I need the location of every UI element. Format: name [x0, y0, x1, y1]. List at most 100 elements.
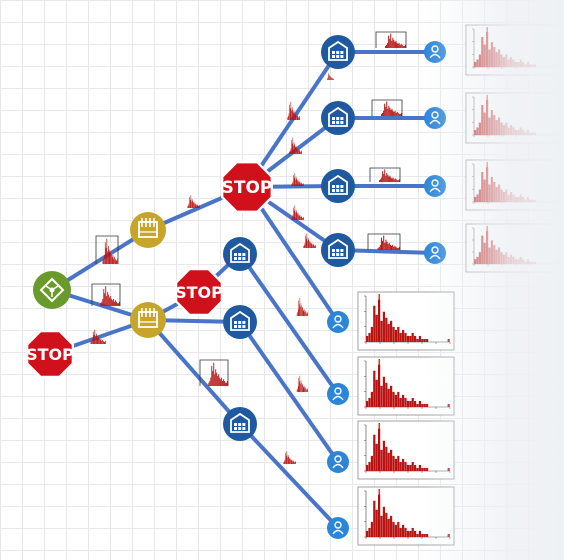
- person-head: [334, 387, 342, 395]
- link-warehouse-5-to-customer-6[interactable]: [238, 252, 340, 396]
- mini-bar: [297, 309, 299, 316]
- mini-bar: [110, 296, 112, 306]
- warehouse-outline: [328, 238, 348, 259]
- mini-bar: [297, 388, 298, 392]
- mini-bar: [313, 244, 315, 248]
- node-stop-mid[interactable]: STOP: [175, 268, 223, 316]
- node-customer-8[interactable]: [327, 517, 349, 539]
- histogram-panel-1[interactable]: [465, 24, 563, 76]
- mini-bar: [100, 303, 102, 306]
- node-factory-1[interactable]: [130, 212, 166, 248]
- mini-bar: [294, 462, 296, 464]
- mini-bar: [222, 380, 224, 386]
- histogram-bar: [507, 59, 510, 67]
- histogram-bar: [416, 533, 419, 537]
- mini-bar: [290, 150, 291, 154]
- mini-bar: [193, 201, 195, 208]
- node-warehouse-7[interactable]: [223, 407, 257, 441]
- histogram-bar: [510, 192, 513, 202]
- histogram-bar: [500, 252, 503, 264]
- histogram-bar: [517, 197, 520, 202]
- histogram-bar: [481, 235, 484, 264]
- link-warehouse-6-to-customer-7[interactable]: [238, 320, 340, 464]
- link-stop-center-to-customer-5[interactable]: [245, 185, 340, 324]
- mini-bar: [300, 215, 302, 220]
- histogram-bar: [505, 122, 508, 135]
- node-customer-5[interactable]: [327, 311, 349, 333]
- mini-bar: [100, 338, 102, 344]
- histogram-panel-8[interactable]: [357, 486, 455, 546]
- link-histogram-14: [296, 298, 308, 316]
- node-customer-3[interactable]: [424, 175, 446, 197]
- panel-frame: [465, 223, 563, 273]
- node-warehouse-2[interactable]: [321, 101, 355, 135]
- node-customer-6[interactable]: [327, 383, 349, 405]
- node-warehouse-1[interactable]: [321, 35, 355, 69]
- mini-bar: [106, 296, 108, 306]
- mini-bar: [293, 207, 294, 220]
- warehouse-box: [234, 257, 237, 260]
- link-warehouse-7-to-customer-8[interactable]: [238, 422, 340, 530]
- mini-bar: [283, 462, 284, 464]
- histogram-bar: [387, 323, 390, 342]
- histogram-bar: [519, 127, 522, 135]
- node-customer-1[interactable]: [424, 41, 446, 63]
- node-source[interactable]: [33, 271, 71, 309]
- stop-sign-label: STOP: [175, 283, 223, 302]
- histogram-bar: [505, 54, 508, 67]
- mini-bar: [289, 151, 290, 154]
- warehouse-box: [234, 253, 237, 256]
- mini-bar: [214, 374, 216, 386]
- mini-bar: [295, 113, 297, 120]
- node-warehouse-5[interactable]: [223, 237, 257, 271]
- mini-bar: [380, 237, 382, 250]
- mini-bar: [297, 213, 298, 220]
- node-customer-2[interactable]: [424, 107, 446, 129]
- mini-bar: [389, 38, 391, 48]
- mini-bar: [112, 300, 114, 306]
- histogram-panel-5[interactable]: [357, 291, 455, 351]
- histogram-bar: [399, 461, 402, 471]
- histogram-bar: [498, 117, 501, 135]
- histogram-bar: [402, 524, 405, 537]
- node-stop-left[interactable]: STOP: [26, 330, 74, 378]
- mini-bar: [391, 245, 393, 250]
- node-warehouse-3[interactable]: [321, 169, 355, 203]
- mini-bar: [286, 451, 288, 464]
- warehouse-box: [340, 121, 344, 124]
- histogram-bar: [399, 332, 402, 342]
- node-stop-center[interactable]: STOP: [221, 161, 273, 213]
- mini-bar: [305, 238, 307, 248]
- mini-bar: [113, 298, 115, 306]
- mini-bar: [302, 217, 303, 220]
- mini-bar: [304, 242, 306, 248]
- mini-bar: [304, 386, 305, 392]
- node-warehouse-6[interactable]: [223, 305, 257, 339]
- histogram-panel-7[interactable]: [357, 420, 455, 480]
- histogram-bar: [495, 52, 498, 67]
- link-factory-2-to-warehouse-7[interactable]: [146, 318, 242, 426]
- mini-bar: [300, 380, 302, 392]
- mini-bar: [289, 108, 291, 120]
- warehouse-box: [332, 189, 335, 192]
- mini-bar: [392, 177, 394, 182]
- mini-bar: [197, 205, 199, 208]
- histogram-bar: [502, 192, 506, 202]
- histogram-panel-4[interactable]: [465, 223, 563, 273]
- histogram-panel-3[interactable]: [465, 159, 563, 211]
- person-icon: [332, 387, 344, 401]
- mini-bar: [299, 150, 301, 154]
- mini-bar: [301, 183, 303, 186]
- mini-bar: [396, 111, 398, 116]
- histogram-bar: [512, 194, 515, 202]
- histogram-bar: [382, 440, 386, 471]
- histogram-panel-2[interactable]: [465, 92, 563, 144]
- histogram-panel-6[interactable]: [357, 356, 455, 416]
- link-histogram-7: [291, 173, 304, 186]
- node-customer-7[interactable]: [327, 451, 349, 473]
- mini-bar: [104, 341, 106, 344]
- node-factory-2[interactable]: [130, 302, 166, 338]
- node-warehouse-4[interactable]: [321, 233, 355, 267]
- node-customer-4[interactable]: [424, 242, 446, 264]
